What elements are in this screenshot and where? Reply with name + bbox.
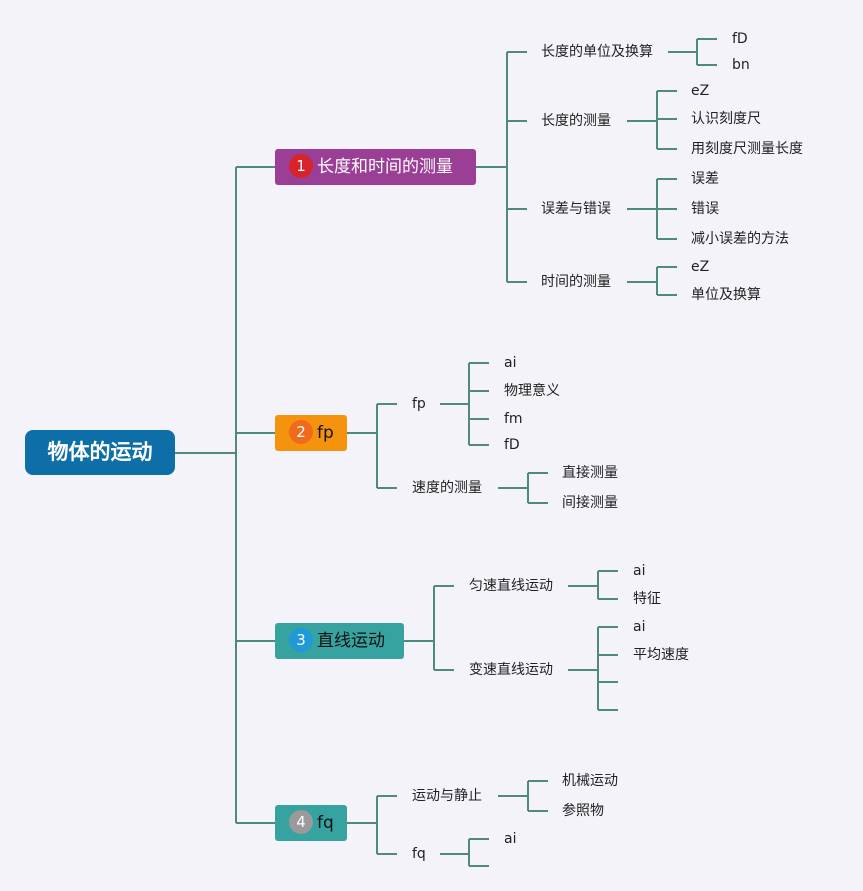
badge-number-icon: 3 (289, 628, 313, 652)
branch-label: fq (317, 813, 334, 833)
leaf-item[interactable]: 间接测量 (562, 495, 618, 511)
leaf-item[interactable]: 直接测量 (562, 465, 618, 481)
leaf-item[interactable]: 物理意义 (504, 383, 560, 399)
leaf-item[interactable]: 认识刻度尺 (691, 111, 761, 127)
leaf-item[interactable]: ai (633, 563, 646, 579)
topic-length-measure[interactable]: 长度的测量 (541, 113, 611, 129)
topic-error[interactable]: 误差与错误 (541, 201, 611, 217)
branch-label: 直线运动 (317, 631, 385, 651)
root-node[interactable]: 物体的运动 (25, 430, 175, 475)
leaf-item[interactable]: eZ (691, 83, 710, 99)
topic-variable-motion[interactable]: 变速直线运动 (469, 662, 553, 678)
badge-number-icon: 1 (289, 154, 313, 178)
branch-label: 长度和时间的测量 (317, 157, 453, 177)
leaf-item[interactable]: 机械运动 (562, 773, 618, 789)
leaf-item[interactable]: 参照物 (562, 803, 604, 819)
topic-speed-measure[interactable]: 速度的测量 (412, 480, 482, 496)
topic-speed[interactable]: fp (412, 396, 426, 412)
leaf-item[interactable]: fD (732, 31, 748, 47)
topic-fq[interactable]: fq (412, 846, 426, 862)
leaf-item[interactable]: 用刻度尺测量长度 (691, 141, 803, 157)
leaf-item[interactable]: 错误 (691, 201, 719, 217)
leaf-item[interactable]: 平均速度 (633, 647, 689, 663)
leaf-item[interactable]: 误差 (691, 171, 719, 187)
leaf-item[interactable]: 特征 (633, 591, 661, 607)
leaf-item[interactable]: eZ (691, 259, 710, 275)
badge-number-icon: 2 (289, 420, 313, 444)
leaf-item[interactable]: ai (633, 619, 646, 635)
branch-label: fp (317, 423, 334, 443)
leaf-item[interactable]: fD (504, 437, 520, 453)
topic-time-measure[interactable]: 时间的测量 (541, 274, 611, 290)
leaf-item[interactable]: fm (504, 411, 523, 427)
leaf-item[interactable]: ai (504, 831, 517, 847)
topic-motion-rest[interactable]: 运动与静止 (412, 788, 482, 804)
leaf-item[interactable]: 单位及换算 (691, 287, 761, 303)
leaf-item[interactable]: bn (732, 57, 750, 73)
topic-uniform-motion[interactable]: 匀速直线运动 (469, 578, 553, 594)
leaf-item[interactable]: 减小误差的方法 (691, 231, 789, 247)
badge-number-icon: 4 (289, 810, 313, 834)
topic-length-units[interactable]: 长度的单位及换算 (541, 44, 653, 60)
leaf-item[interactable]: ai (504, 355, 517, 371)
